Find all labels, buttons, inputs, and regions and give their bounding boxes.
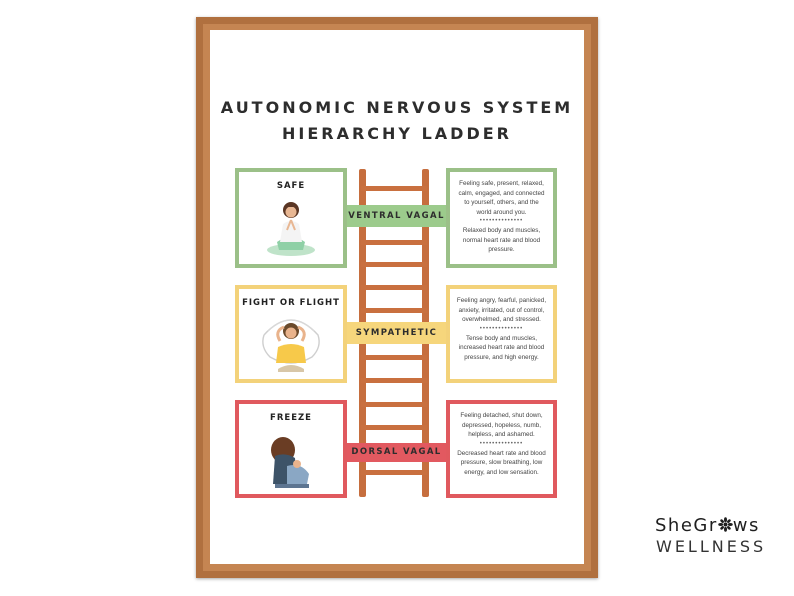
dotted-divider: ••••••••••••••	[479, 218, 524, 224]
ladder-rung	[361, 355, 427, 360]
feelings-text: Feeling angry, fearful, panicked, anxiet…	[456, 297, 547, 323]
dorsal-vagal-band: DORSAL VAGAL	[347, 443, 446, 462]
logo-text-end: ws	[732, 515, 760, 536]
flower-icon	[717, 517, 733, 532]
ladder-rung	[361, 402, 427, 407]
brand-logo: SheGr ws	[655, 515, 760, 536]
dotted-divider: ••••••••••••••	[479, 440, 524, 447]
logo-text-start: SheGr	[655, 515, 718, 536]
fight-or-flight-state-card: FIGHT OR FLIGHT	[235, 285, 347, 383]
freeze-state-card: FREEZE	[235, 400, 347, 498]
state-title: FREEZE	[270, 413, 312, 423]
ladder-rung	[361, 240, 427, 245]
poster-title-line2: HIERARCHY LADDER	[282, 124, 512, 143]
stressed-woman-illustration	[262, 319, 320, 372]
safe-state-card: SAFE	[235, 168, 347, 268]
sympathetic-band: SYMPATHETIC	[347, 322, 446, 344]
body-text: Relaxed body and muscles, normal heart r…	[462, 227, 541, 253]
body-text: Tense body and muscles, increased heart …	[458, 334, 545, 361]
ladder-rung	[361, 186, 427, 191]
dotted-divider: ••••••••••••••	[479, 325, 524, 332]
feelings-text: Feeling safe, present, relaxed, calm, en…	[458, 180, 545, 216]
fight-or-flight-description-card: Feeling angry, fearful, panicked, anxiet…	[446, 285, 557, 383]
safe-description-card: Feeling safe, present, relaxed, calm, en…	[446, 168, 557, 268]
ladder-rung	[361, 470, 427, 475]
ladder-rung	[361, 425, 427, 430]
ladder-rung	[361, 378, 427, 383]
freeze-description-card: Feeling detached, shut down, depressed, …	[446, 400, 557, 498]
ladder-rung	[361, 262, 427, 267]
curled-up-woman-illustration	[271, 437, 309, 488]
poster-title-line1: AUTONOMIC NERVOUS SYSTEM	[220, 98, 574, 117]
logo-subtitle: WELLNESS	[656, 537, 767, 556]
ladder-rung	[361, 285, 427, 290]
meditating-woman-illustration	[267, 202, 315, 256]
body-text: Decreased heart rate and blood pressure,…	[457, 449, 546, 476]
ventral-vagal-band: VENTRAL VAGAL	[347, 205, 446, 227]
state-title: FIGHT OR FLIGHT	[242, 298, 340, 308]
feelings-text: Feeling detached, shut down, depressed, …	[460, 412, 543, 438]
state-title: SAFE	[276, 181, 306, 191]
ladder-rung	[361, 308, 427, 313]
